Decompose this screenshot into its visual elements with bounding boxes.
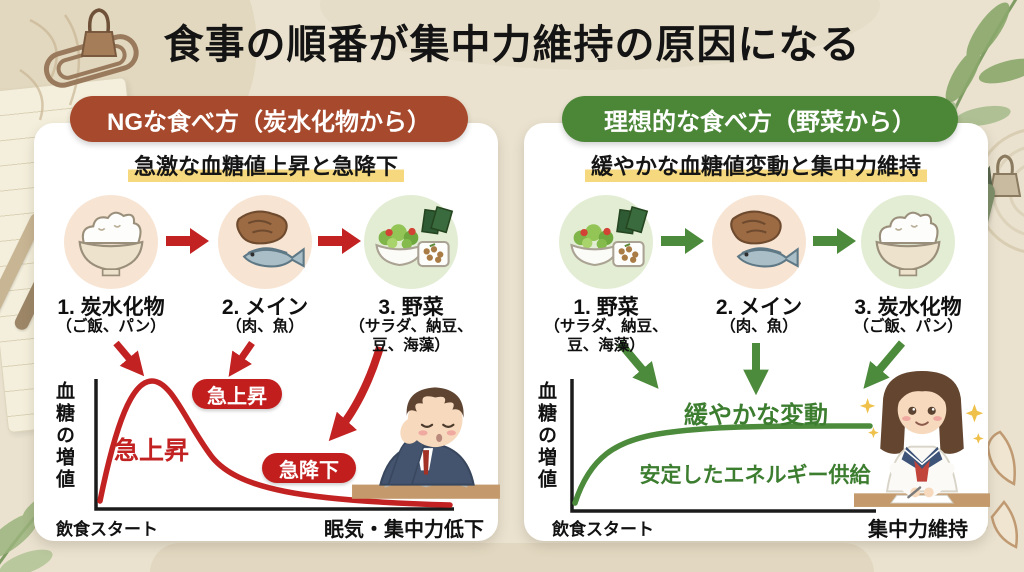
step-label: 1. 野菜 [573,296,639,319]
stable-energy-label: 安定したエネルギー供給 [639,464,871,487]
salad-icon [559,195,653,289]
spike-label: 急上昇 [114,437,190,465]
rice-bowl-icon [64,195,158,289]
step-sublabel: （肉、魚） [226,318,304,335]
step-label: 1. 炭水化物 [57,296,165,319]
watercolor-leaves [929,0,1024,150]
left-panel-ng-way: 急激な血糖値上昇と急降下 [34,123,500,541]
right-panel-ideal-way: 緩やかな血糖値変動と集中力維持 [524,123,990,541]
right-x-start-label: 飲食スタート [552,520,654,539]
left-x-start-label: 飲食スタート [56,520,158,539]
right-panel-header: 理想的な食べ方（野菜から） [562,96,958,142]
step-label: 3. 野菜 [378,296,444,319]
green-right-arrow [661,228,704,254]
meat-fish-icon [712,195,806,289]
binder-clip-icon [80,8,118,57]
background-blob [150,543,874,572]
left-subtitle-text: 急激な血糖値上昇と急降下 [127,154,404,182]
green-right-arrow [813,228,856,254]
meat-fish-icon [218,195,312,289]
salad-icon [364,195,458,289]
red-down-arrow [113,340,145,377]
left-x-end-label: 眠気・集中力低下 [324,519,484,541]
right-subtitle: 緩やかな血糖値変動と集中力維持 [524,149,988,182]
studying-student-illustration [854,370,990,507]
step-sublabel: （サラダ、納豆、 豆、海藻） [349,318,473,355]
page-title: 食事の順番が集中力維持の原因になる [163,23,861,67]
step-label: 2. メイン [221,296,309,319]
step-label: 3. 炭水化物 [854,296,962,319]
crash-badge: 急降下 [262,453,356,483]
right-subtitle-text: 緩やかな血糖値変動と集中力維持 [584,154,927,182]
right-chart-ylabel: 血糖の増値 [535,381,556,491]
gentle-change-label: 緩やかな変動 [684,402,828,429]
binder-clip-icon [988,154,1022,197]
red-right-arrow [166,228,209,254]
left-panel-header: NGな食べ方（炭水化物から） [70,96,468,142]
left-subtitle: 急激な血糖値上昇と急降下 [34,149,498,182]
red-right-arrow [318,228,361,254]
sleepy-student-illustration [352,387,500,499]
step-label: 2. メイン [715,296,803,319]
right-x-end-label: 集中力維持 [868,519,968,541]
rice-bowl-icon [861,195,955,289]
red-down-arrow [228,341,255,377]
step-sublabel: （肉、魚） [720,318,798,335]
step-sublabel: （ご飯、パン） [853,318,963,335]
left-chart-ylabel: 血糖の増値 [53,381,74,491]
spike-badge: 急上昇 [192,379,282,409]
step-sublabel: （ご飯、パン） [56,318,166,335]
